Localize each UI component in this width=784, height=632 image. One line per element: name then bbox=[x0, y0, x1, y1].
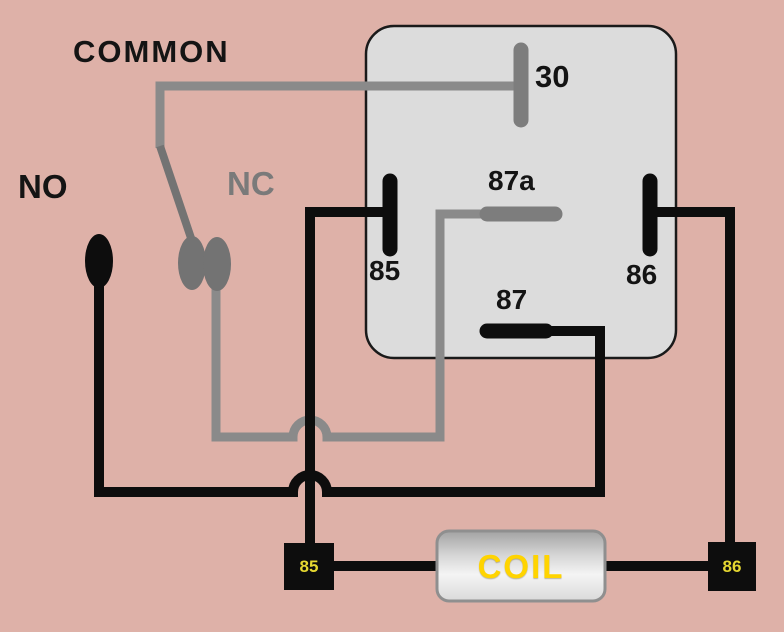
pin-30-label: 30 bbox=[535, 59, 570, 94]
switch-arm bbox=[156, 144, 196, 243]
terminal-86-label: 86 bbox=[722, 557, 742, 576]
pin-85-label: 85 bbox=[369, 255, 401, 286]
nc-contact-right bbox=[203, 237, 231, 291]
common-label: COMMON bbox=[73, 34, 230, 69]
pin-87a-label: 87a bbox=[488, 165, 535, 196]
pin86-to-terminal-wire bbox=[654, 207, 735, 547]
nc-contact-left bbox=[178, 236, 206, 290]
no-to-87-wire bbox=[94, 283, 605, 497]
no-contact bbox=[85, 234, 113, 288]
nc-label: NC bbox=[227, 165, 275, 202]
coil-label: COIL bbox=[477, 547, 565, 585]
pin-86-label: 86 bbox=[626, 259, 658, 290]
terminal-86 bbox=[708, 542, 756, 591]
no-label: NO bbox=[18, 168, 68, 205]
terminal-85-label: 85 bbox=[299, 557, 319, 576]
coil-box bbox=[435, 529, 607, 603]
terminal-85 bbox=[284, 543, 334, 590]
pin85-to-terminal-wire bbox=[305, 207, 386, 548]
common-wire bbox=[155, 81, 514, 148]
pin-87-label: 87 bbox=[496, 284, 528, 315]
